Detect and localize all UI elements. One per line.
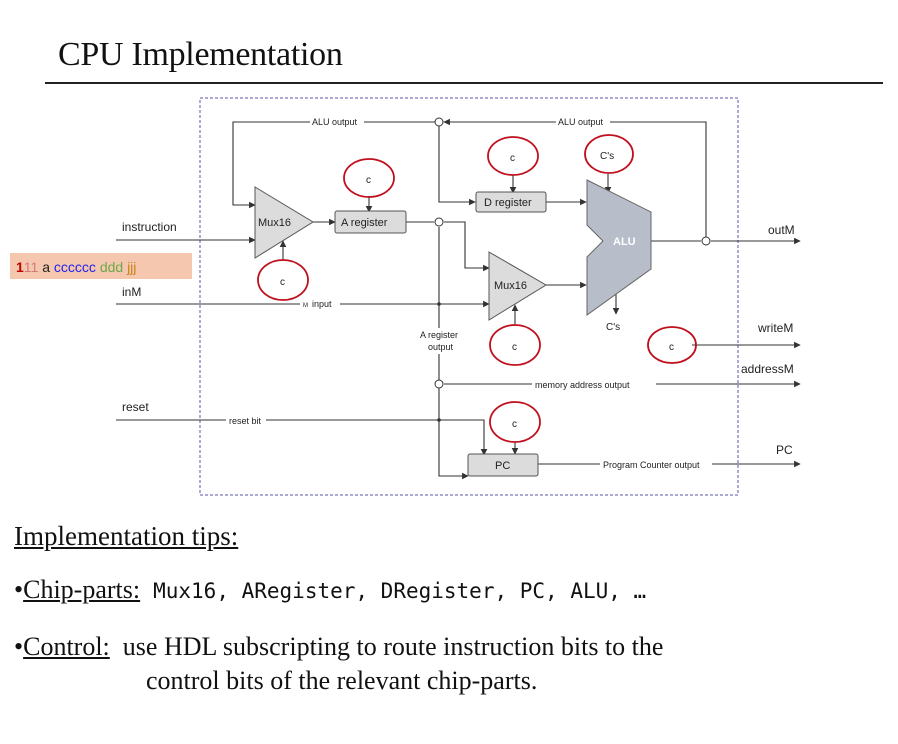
memory-address-output-label: memory address output bbox=[535, 380, 630, 390]
control-circle-pc bbox=[489, 401, 541, 443]
control-circle-mux-top bbox=[257, 259, 309, 301]
control-c: c bbox=[510, 153, 515, 164]
control-cs: C's bbox=[600, 151, 614, 162]
svg-text:PC: PC bbox=[495, 460, 510, 472]
control-c: c bbox=[280, 277, 285, 288]
tips-heading: Implementation tips: bbox=[14, 521, 239, 551]
title-divider bbox=[45, 82, 883, 84]
pc-output-label: PC bbox=[776, 443, 793, 457]
program-counter-output-label: Program Counter output bbox=[603, 460, 700, 470]
svg-text:Mux16: Mux16 bbox=[258, 217, 291, 229]
control-circle-mux-bottom bbox=[489, 324, 541, 366]
reset-wire bbox=[116, 419, 488, 456]
control-text-continuation: control bits of the relevant chip-parts. bbox=[146, 666, 538, 695]
control-c: c bbox=[669, 342, 674, 353]
cpu-diagram: ALU output ALU output M input A register… bbox=[10, 97, 801, 496]
outm-label: outM bbox=[768, 223, 795, 237]
reset-label: reset bbox=[122, 400, 149, 414]
mux16-bottom: Mux16 bbox=[488, 251, 547, 321]
a-register: A register bbox=[334, 210, 407, 234]
svg-text:111 a cccccc: 111 a cccccc ddd jjj bbox=[16, 259, 136, 275]
areg-to-mux-wire bbox=[444, 221, 490, 272]
bullet-control: •Control: use HDL subscripting to route … bbox=[14, 632, 664, 661]
instruction-bits: 111 a cccccc ddd jjj bbox=[10, 253, 192, 279]
d-register: D register bbox=[475, 191, 547, 213]
control-text: use HDL subscripting to route instructio… bbox=[122, 632, 664, 661]
svg-text:Mux16: Mux16 bbox=[494, 280, 527, 292]
control-circle-writem bbox=[647, 326, 697, 364]
instruction-label: instruction bbox=[122, 220, 177, 234]
areg-down-wire bbox=[438, 227, 469, 480]
inm-label: inM bbox=[122, 285, 141, 299]
svg-text:D register: D register bbox=[484, 197, 532, 209]
a-register-output-label-2: output bbox=[428, 342, 454, 352]
m-input-prefix: M bbox=[303, 303, 308, 309]
alu-output-label-left: ALU output bbox=[312, 117, 358, 127]
mux16-top: Mux16 bbox=[254, 186, 314, 259]
control-circle-a-register bbox=[343, 158, 395, 198]
control-c: c bbox=[512, 419, 517, 430]
writem-label: writeM bbox=[757, 321, 793, 335]
slide-title: CPU Implementation bbox=[58, 36, 343, 73]
reset-bit-label: reset bit bbox=[229, 416, 262, 426]
bullet-label: Control: bbox=[23, 632, 110, 661]
svg-text:ALU: ALU bbox=[613, 236, 636, 248]
alu: ALU bbox=[586, 179, 652, 316]
control-circle-d-register bbox=[487, 136, 539, 176]
alu-output-wire bbox=[443, 118, 707, 241]
a-register-output-label-1: A register bbox=[420, 330, 458, 340]
cpu-frame bbox=[199, 97, 739, 496]
control-circle-alu bbox=[584, 134, 634, 174]
control-c: c bbox=[512, 342, 517, 353]
svg-text:A register: A register bbox=[341, 217, 388, 229]
alu-to-dreg-wire bbox=[438, 126, 476, 206]
alu-cs-output: C's bbox=[606, 322, 620, 333]
bullet-chip-parts: •Chip-parts: Mux16, ARegister, DRegister… bbox=[14, 575, 647, 604]
bullet-label: Chip-parts: bbox=[23, 575, 141, 604]
m-input-label: input bbox=[312, 299, 332, 309]
pc-chip: PC bbox=[467, 453, 539, 477]
control-c: c bbox=[366, 175, 371, 186]
alu-output-label-right: ALU output bbox=[558, 117, 604, 127]
chip-parts-list: Mux16, ARegister, DRegister, PC, ALU, … bbox=[153, 579, 647, 603]
addressm-label: addressM bbox=[741, 362, 794, 376]
